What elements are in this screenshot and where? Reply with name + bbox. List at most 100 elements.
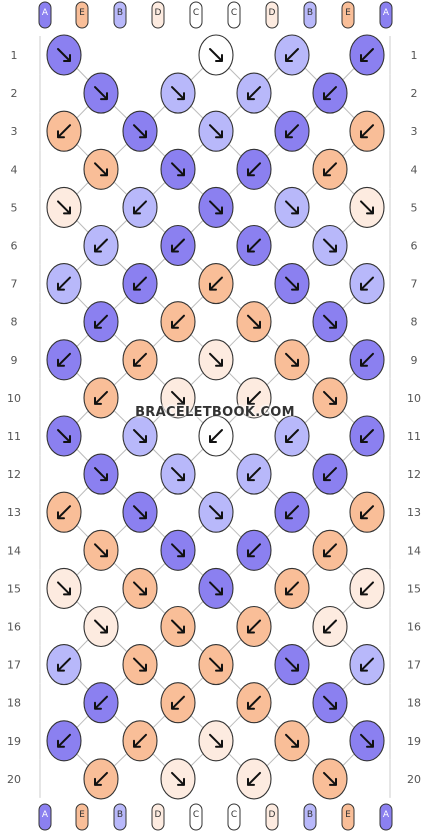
knot[interactable] xyxy=(349,567,385,609)
knot[interactable] xyxy=(198,567,234,609)
knot[interactable] xyxy=(122,186,158,228)
knot[interactable] xyxy=(122,339,158,381)
knot[interactable] xyxy=(198,110,234,152)
knot[interactable] xyxy=(236,72,272,114)
knot[interactable] xyxy=(312,224,348,267)
knot[interactable] xyxy=(274,415,310,457)
knot[interactable] xyxy=(160,682,196,724)
knot[interactable] xyxy=(349,415,385,457)
knot[interactable] xyxy=(349,720,385,762)
knot[interactable] xyxy=(349,491,385,533)
knot[interactable] xyxy=(83,301,119,343)
knot[interactable] xyxy=(46,339,82,381)
knot[interactable] xyxy=(349,110,385,152)
knot[interactable] xyxy=(349,186,385,228)
knot[interactable] xyxy=(274,110,310,152)
knot[interactable] xyxy=(160,529,196,571)
knot[interactable] xyxy=(160,758,196,800)
knot[interactable] xyxy=(46,263,82,305)
string-top-label: A xyxy=(42,8,49,18)
knot[interactable] xyxy=(349,339,385,381)
knot[interactable] xyxy=(312,529,348,571)
knot-arrow-icon xyxy=(285,124,299,139)
knot[interactable] xyxy=(198,263,234,305)
row-number-right: 6 xyxy=(411,240,418,253)
knot[interactable] xyxy=(236,682,272,724)
knot[interactable] xyxy=(312,148,348,190)
knot[interactable] xyxy=(83,529,119,571)
knot[interactable] xyxy=(160,301,196,343)
knot[interactable] xyxy=(160,453,196,495)
knot[interactable] xyxy=(122,567,158,609)
knot[interactable] xyxy=(274,339,310,381)
knot[interactable] xyxy=(274,186,310,228)
knot[interactable] xyxy=(312,758,348,800)
knot[interactable] xyxy=(46,644,82,686)
knot[interactable] xyxy=(236,301,272,343)
knot-arrow-icon xyxy=(247,86,261,101)
knot[interactable] xyxy=(83,224,119,267)
knot[interactable] xyxy=(160,377,196,419)
knot[interactable] xyxy=(312,605,348,648)
knot[interactable] xyxy=(349,263,385,305)
knot[interactable] xyxy=(46,720,82,762)
knot[interactable] xyxy=(83,605,119,648)
string-bottom-label: D xyxy=(269,810,276,820)
knot[interactable] xyxy=(83,758,119,800)
knot[interactable] xyxy=(312,682,348,724)
knot[interactable] xyxy=(160,72,196,114)
knot[interactable] xyxy=(312,377,348,419)
knot[interactable] xyxy=(198,339,234,381)
row-number-right: 4 xyxy=(411,163,418,176)
knot[interactable] xyxy=(83,72,119,114)
knot[interactable] xyxy=(274,263,310,305)
knot[interactable] xyxy=(236,605,272,648)
knot[interactable] xyxy=(274,34,310,76)
knot[interactable] xyxy=(122,720,158,762)
knot-arrow-icon xyxy=(94,162,108,177)
knot[interactable] xyxy=(46,110,82,152)
knot[interactable] xyxy=(274,720,310,762)
knot[interactable] xyxy=(83,148,119,190)
knot[interactable] xyxy=(160,605,196,648)
knot[interactable] xyxy=(236,377,272,419)
knot[interactable] xyxy=(349,644,385,686)
knot[interactable] xyxy=(198,491,234,533)
knot[interactable] xyxy=(198,720,234,762)
knot[interactable] xyxy=(274,491,310,533)
knot[interactable] xyxy=(198,415,234,457)
knot[interactable] xyxy=(122,110,158,152)
knot[interactable] xyxy=(274,644,310,686)
knot[interactable] xyxy=(46,415,82,457)
knot[interactable] xyxy=(46,567,82,609)
row-number-right: 16 xyxy=(407,621,421,634)
knot[interactable] xyxy=(198,644,234,686)
knot[interactable] xyxy=(236,529,272,571)
knot[interactable] xyxy=(349,34,385,76)
knot[interactable] xyxy=(160,224,196,267)
knot[interactable] xyxy=(160,148,196,190)
knot[interactable] xyxy=(122,415,158,457)
knot[interactable] xyxy=(83,682,119,724)
knot[interactable] xyxy=(46,186,82,228)
knot[interactable] xyxy=(274,567,310,609)
knot[interactable] xyxy=(312,72,348,114)
knot[interactable] xyxy=(236,758,272,800)
knot[interactable] xyxy=(83,377,119,419)
knot[interactable] xyxy=(83,453,119,495)
knot[interactable] xyxy=(122,263,158,305)
knot[interactable] xyxy=(236,148,272,190)
knot[interactable] xyxy=(236,224,272,267)
knot[interactable] xyxy=(46,491,82,533)
knot[interactable] xyxy=(312,301,348,343)
knot[interactable] xyxy=(122,491,158,533)
knot[interactable] xyxy=(46,34,82,76)
knot-arrow-icon xyxy=(171,238,185,253)
knot-arrow-icon xyxy=(360,657,374,672)
knot[interactable] xyxy=(312,453,348,495)
knot-arrow-icon xyxy=(209,200,223,215)
knot[interactable] xyxy=(198,186,234,228)
knot[interactable] xyxy=(198,34,234,76)
knot[interactable] xyxy=(236,453,272,495)
knot[interactable] xyxy=(122,644,158,686)
